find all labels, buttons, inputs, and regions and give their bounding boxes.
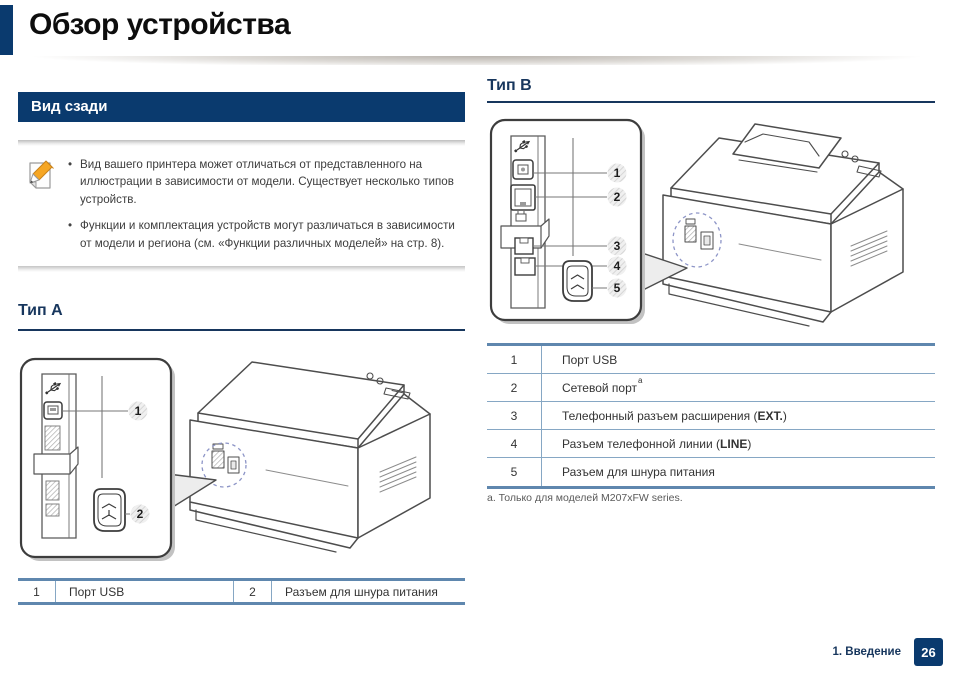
svg-text:2: 2	[614, 190, 621, 204]
port-highlight-circle	[201, 442, 247, 488]
line-phone-jack	[514, 257, 536, 276]
power-inlet-b	[562, 260, 593, 302]
note-block: •Вид вашего принтера может отличаться от…	[18, 140, 465, 272]
vent-grille	[45, 503, 60, 517]
type-b-callout-box: 1 2 3 4 5	[489, 118, 645, 324]
callout-badge-1: 1	[607, 163, 627, 183]
svg-text:3: 3	[614, 239, 621, 253]
heading-type-b-rule	[487, 101, 935, 103]
right-column: Тип B	[487, 0, 935, 675]
note-bullet: •Функции и комплектация устройств могут …	[68, 219, 455, 250]
table-cell-number: 2	[487, 374, 542, 401]
ext-phone-jack	[514, 237, 534, 255]
heading-type-b: Тип B	[487, 77, 532, 94]
page-title: Обзор устройства	[29, 8, 291, 41]
table-row: 1 Порт USB	[487, 346, 935, 374]
table-cell-label: Разъем для шнура питания	[562, 465, 715, 479]
callout-badge-4: 4	[607, 256, 627, 276]
bullet-dot: •	[68, 158, 73, 171]
table-row: 4 Разъем телефонной линии (LINE)	[487, 430, 935, 458]
network-port	[510, 184, 536, 211]
printer-b-drawing	[662, 123, 904, 327]
svg-text:5: 5	[614, 281, 621, 295]
callout-badge-2: 2	[607, 187, 627, 207]
table-cell-label: Телефонный разъем расширения (EXT.)	[562, 408, 787, 423]
heading-type-a-rule	[18, 329, 465, 331]
title-accent-tab	[0, 5, 13, 55]
type-b-illustration: 1 2 3 4 5	[487, 116, 935, 334]
left-column: Вид сзади •Вид вашего принтера может отл…	[18, 0, 465, 675]
table-cell-label: Разъем телефонной линии (LINE)	[562, 436, 752, 451]
table-cell-label: Разъем для шнура питания	[285, 584, 438, 599]
svg-text:1: 1	[135, 404, 142, 418]
port-highlight-circle	[672, 212, 722, 268]
table-cell-number: 3	[487, 402, 542, 429]
callout-badge-3: 3	[607, 236, 627, 256]
note-bottom-edge	[18, 265, 465, 272]
note-pencil-icon	[26, 156, 66, 252]
table-cell-label: Порт USB	[562, 352, 618, 367]
footer-chapter-label: 1. Введение	[832, 646, 901, 658]
type-a-table: 1 Порт USB 2 Разъем для шнура питания	[18, 578, 465, 605]
svg-text:4: 4	[614, 259, 621, 273]
callout-badge-2: 2	[130, 504, 150, 524]
printer-a-drawing	[189, 361, 431, 553]
usb-port-b	[512, 159, 534, 180]
usb-port-a	[43, 401, 63, 420]
callout-badge-1: 1	[128, 401, 148, 421]
vent-grille	[44, 425, 61, 451]
usb-symbol-icon	[45, 381, 62, 395]
note-bullet: •Вид вашего принтера может отличаться от…	[68, 158, 454, 206]
heading-type-a: Тип A	[18, 302, 63, 319]
table-row: 3 Телефонный разъем расширения (EXT.)	[487, 402, 935, 430]
power-inlet-a	[93, 488, 126, 532]
note-top-edge	[18, 140, 465, 146]
callout-badge-5: 5	[607, 278, 627, 298]
type-b-table: 1 Порт USB 2 Сетевой портa 3 Телефонный …	[487, 343, 935, 489]
table-cell-number: 1	[18, 581, 56, 602]
page-footer: 1. Введение 26	[832, 638, 943, 666]
table-cell-label: Порт USB	[56, 581, 234, 602]
type-a-illustration: 1 2	[18, 350, 465, 572]
svg-text:2: 2	[137, 507, 144, 521]
vent-grille	[45, 480, 60, 501]
protruding-block	[500, 218, 550, 249]
table-cell-number: 5	[487, 458, 542, 486]
usb-symbol-icon	[514, 139, 531, 153]
table-row: 5 Разъем для шнура питания	[487, 458, 935, 486]
jack-glyph	[515, 211, 527, 222]
type-a-callout-box: 1 2	[19, 357, 175, 561]
table-cell-number: 1	[487, 346, 542, 373]
section-header-rear-view: Вид сзади	[18, 92, 465, 122]
table-cell-number: 2	[234, 581, 272, 602]
note-bullet-list: •Вид вашего принтера может отличаться от…	[66, 156, 461, 252]
table-footnote: a. Только для моделей M207xFW series.	[487, 492, 683, 504]
page-number-badge: 26	[914, 638, 943, 666]
table-cell-label: Сетевой портa	[562, 375, 643, 395]
title-divider	[0, 56, 954, 65]
table-row: 2 Сетевой портa	[487, 374, 935, 402]
table-cell-number: 4	[487, 430, 542, 457]
svg-text:1: 1	[614, 166, 621, 180]
bullet-dot: •	[68, 219, 73, 233]
protruding-block	[33, 446, 79, 475]
